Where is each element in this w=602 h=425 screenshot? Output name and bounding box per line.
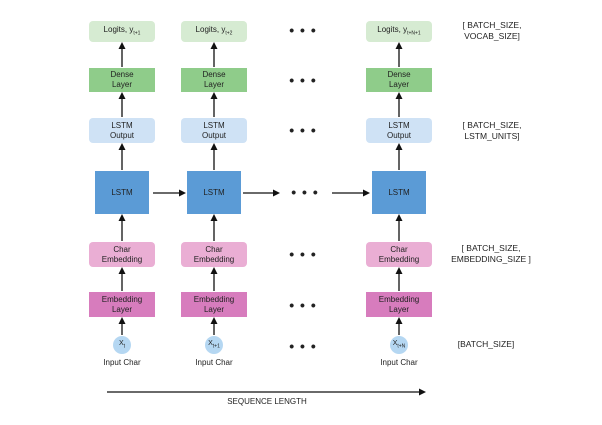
ellipsis-input: • • • — [289, 338, 317, 354]
lstm-output-line-1: LSTM — [111, 120, 133, 130]
input-subscript: t+1 — [212, 343, 220, 350]
dense-line-2: Layer — [111, 80, 132, 89]
lstm-output-line-2: Output — [386, 130, 411, 140]
shape-label-logits: [ BATCH_SIZE,VOCAB_SIZE] — [442, 20, 542, 42]
lstm-output-line-1: LSTM — [388, 120, 410, 130]
char-emb-line-2: Embedding — [378, 254, 420, 264]
lstm-cell-2: LSTM — [187, 171, 241, 214]
logits-subscript: t+2 — [225, 30, 233, 37]
input-char-label-2: Input Char — [195, 358, 233, 367]
ellipsis-embedding-layer: • • • — [289, 297, 317, 313]
input-subscript: t — [123, 343, 126, 350]
sequence-length-label: SEQUENCE LENGTH — [227, 397, 307, 406]
ellipsis-lstm-output: • • • — [289, 122, 317, 138]
dense-line-2: Layer — [203, 80, 224, 89]
logits-label: Logits, y — [195, 24, 226, 34]
input-symbol: X — [392, 340, 398, 348]
lstm-label: LSTM — [388, 187, 410, 197]
shape-line-2: EMBEDDING_SIZE ] — [451, 254, 531, 264]
input-symbol: X — [208, 340, 213, 348]
dense-line-1: Dense — [202, 70, 226, 79]
shape-line-2: VOCAB_SIZE] — [464, 31, 520, 41]
dense-line-1: Dense — [110, 70, 134, 79]
input-node-2: Xt+1 — [205, 336, 223, 354]
logits-label: Logits, y — [103, 24, 134, 34]
lstm-output-line-2: Output — [201, 130, 226, 140]
emb-layer-line-1: Embedding — [193, 294, 235, 304]
ellipsis-dense: • • • — [289, 72, 317, 88]
lstm-label: LSTM — [111, 187, 133, 197]
input-node-1: Xt — [113, 336, 131, 354]
emb-layer-line-2: Layer — [203, 304, 224, 314]
input-subscript: t+N — [397, 343, 406, 350]
emb-layer-line-2: Layer — [388, 304, 409, 314]
lstm-label: LSTM — [203, 187, 225, 197]
ellipsis-char-embedding: • • • — [289, 246, 317, 262]
char-emb-line-1: Char — [113, 244, 131, 254]
input-char-label-n: Input Char — [380, 358, 418, 367]
ellipsis-logits: • • • — [289, 22, 317, 38]
shape-line-1: [ BATCH_SIZE, — [462, 20, 522, 30]
shape-line-2: LSTM_UNITS] — [464, 131, 520, 141]
char-emb-line-1: Char — [390, 244, 408, 254]
char-emb-line-2: Embedding — [193, 254, 235, 264]
char-emb-line-1: Char — [205, 244, 223, 254]
emb-layer-line-2: Layer — [111, 304, 132, 314]
logits-box-2: Logits, yt+2 — [181, 21, 247, 42]
logits-box-n: Logits, yt+N+1 — [366, 21, 432, 42]
logits-subscript: t+1 — [133, 30, 141, 37]
char-emb-line-2: Embedding — [101, 254, 143, 264]
lstm-cell-n: LSTM — [372, 171, 426, 214]
shape-line-1: [ BATCH_SIZE, — [461, 243, 521, 253]
lstm-output-line-1: LSTM — [203, 120, 225, 130]
shape-label-char-embedding: [ BATCH_SIZE,EMBEDDING_SIZE ] — [434, 243, 548, 265]
shape-line-1: [ BATCH_SIZE, — [462, 120, 522, 130]
shape-line-1: [BATCH_SIZE] — [457, 339, 515, 349]
dense-line-1: Dense — [387, 70, 411, 79]
input-node-n: Xt+N — [390, 336, 408, 354]
emb-layer-line-1: Embedding — [101, 294, 143, 304]
lstm-cell-1: LSTM — [95, 171, 149, 214]
input-symbol: X — [118, 340, 124, 348]
shape-label-input: [BATCH_SIZE] — [436, 339, 536, 350]
ellipsis-lstm: • • • — [291, 184, 319, 200]
lstm-output-line-2: Output — [109, 130, 134, 140]
logits-subscript: t+N+1 — [407, 30, 421, 37]
dense-line-2: Layer — [388, 80, 409, 89]
emb-layer-line-1: Embedding — [378, 294, 420, 304]
logits-box-1: Logits, yt+1 — [89, 21, 155, 42]
shape-label-lstm-output: [ BATCH_SIZE,LSTM_UNITS] — [442, 120, 542, 142]
input-char-label-1: Input Char — [103, 358, 141, 367]
logits-label: Logits, y — [377, 24, 408, 34]
